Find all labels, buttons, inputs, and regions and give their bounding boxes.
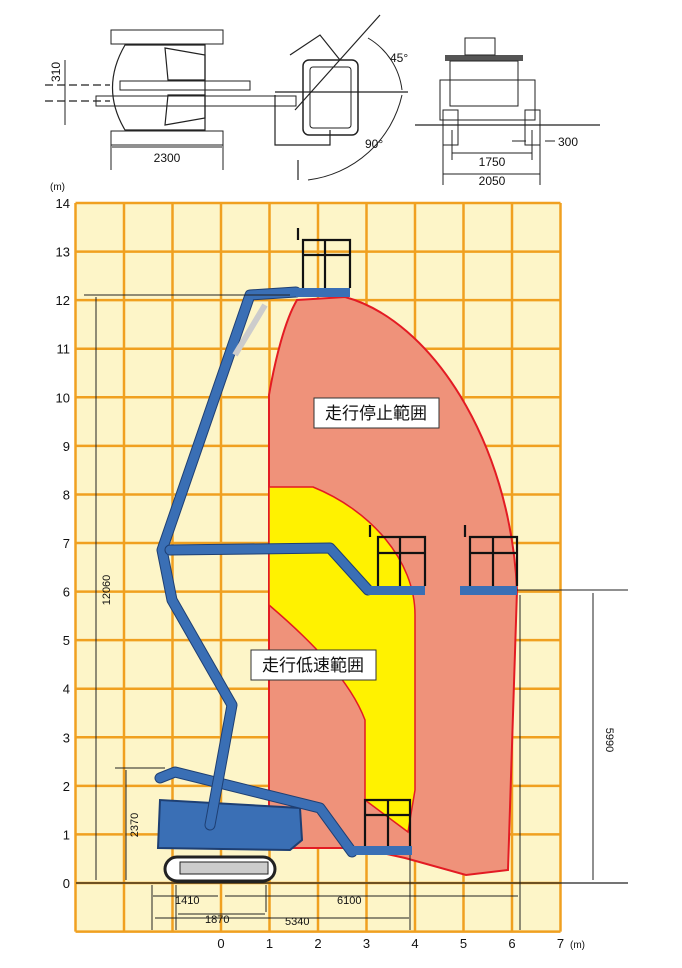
y-tick-label: 2 bbox=[63, 779, 70, 794]
y-tick-label: 6 bbox=[63, 585, 70, 600]
y-unit: (m) bbox=[50, 182, 65, 193]
platform-mid-outer bbox=[460, 525, 519, 595]
platform-max-height bbox=[296, 228, 352, 297]
angle-90: 90° bbox=[365, 137, 383, 151]
slow-zone-label-box bbox=[250, 649, 377, 681]
platform-mid-inner bbox=[368, 525, 427, 595]
y-tick-label: 4 bbox=[63, 682, 70, 697]
y-tick-label: 14 bbox=[56, 196, 70, 211]
turret bbox=[156, 798, 304, 852]
y-tick-label: 5 bbox=[63, 633, 70, 648]
track-bottom bbox=[110, 130, 224, 146]
dim-6100: 6100 bbox=[337, 895, 361, 907]
dim-300: 300 bbox=[558, 135, 578, 149]
slow-zone-label: 走行低速範囲 bbox=[262, 656, 364, 675]
x-tick-label: 2 bbox=[314, 936, 321, 951]
dim-5990: 5990 bbox=[603, 728, 615, 752]
y-tick-label: 7 bbox=[63, 536, 70, 551]
x-tick-label: 4 bbox=[411, 936, 418, 951]
y-tick-label: 10 bbox=[56, 390, 70, 405]
x-tick-label: 3 bbox=[363, 936, 370, 951]
x-tick-label: 7 bbox=[557, 936, 564, 951]
x-unit: (m) bbox=[570, 940, 585, 951]
stop-zone-label-box bbox=[313, 397, 440, 429]
dim-2300: 2300 bbox=[154, 151, 181, 165]
angle-45: 45° bbox=[390, 51, 408, 65]
y-tick-label: 13 bbox=[56, 245, 70, 260]
y-tick-label: 1 bbox=[63, 827, 70, 842]
dim-5340: 5340 bbox=[285, 916, 309, 928]
stop-zone-label: 走行停止範囲 bbox=[325, 404, 427, 423]
dim-1870: 1870 bbox=[205, 914, 229, 926]
dim-2050: 2050 bbox=[479, 174, 506, 188]
dim-2370: 2370 bbox=[129, 813, 141, 837]
x-tick-label: 5 bbox=[460, 936, 467, 951]
dim-310: 310 bbox=[49, 62, 63, 82]
x-tick-label: 1 bbox=[266, 936, 273, 951]
track-top bbox=[110, 29, 224, 45]
platform-low bbox=[352, 798, 412, 855]
dim-1410: 1410 bbox=[175, 895, 199, 907]
y-tick-label: 9 bbox=[63, 439, 70, 454]
y-tick-label: 12 bbox=[56, 293, 70, 308]
y-tick-label: 11 bbox=[57, 342, 71, 357]
x-tick-label: 0 bbox=[217, 936, 224, 951]
dim-12060: 12060 bbox=[101, 575, 113, 606]
x-tick-label: 6 bbox=[508, 936, 515, 951]
y-tick-label: 3 bbox=[63, 730, 70, 745]
y-tick-label: 0 bbox=[63, 876, 70, 891]
y-tick-label: 8 bbox=[63, 487, 70, 502]
rear-view: 1750 2050 300 bbox=[415, 37, 600, 188]
dim-1750: 1750 bbox=[479, 155, 506, 169]
plan-view: 310 2300 45° 90° bbox=[45, 14, 408, 181]
